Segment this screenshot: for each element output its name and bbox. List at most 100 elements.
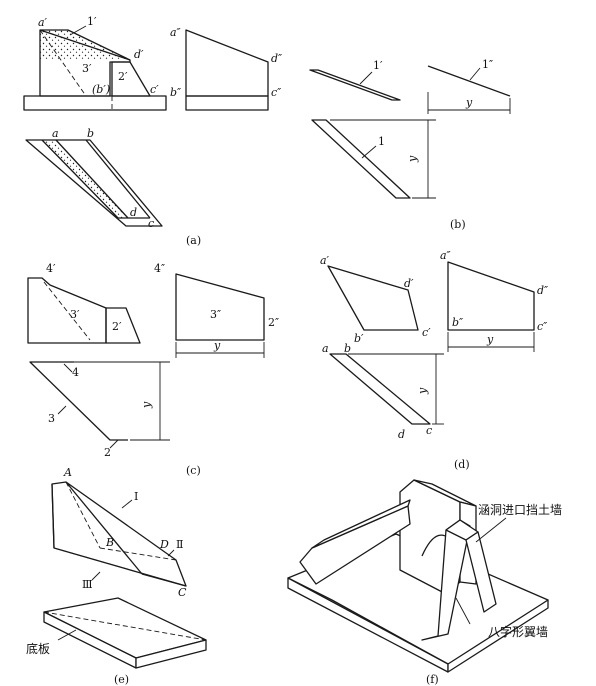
panel-b: 1′ 1″ 1 y y (b) xyxy=(309,58,511,231)
label-b-y2: y xyxy=(406,155,419,163)
label-III: Ⅲ xyxy=(82,578,93,591)
leader-c-2 xyxy=(109,439,119,449)
leader-III xyxy=(91,571,101,581)
label-II: Ⅱ xyxy=(176,538,183,551)
label-d-d-dprime: d″ xyxy=(537,284,549,297)
label-d-b-prime: b′ xyxy=(354,332,364,345)
base-plate-side xyxy=(135,639,207,669)
label-c-4: 4 xyxy=(72,366,79,379)
caption-d: (d) xyxy=(454,458,470,471)
panel-c: 4′ 3′ 2′ 4″ 3″ 2″ y y 4 3 2 (c) xyxy=(27,262,279,477)
label-b-1-dprime: 1″ xyxy=(482,58,493,71)
hidden-edge-ab xyxy=(39,29,87,97)
leader-1 xyxy=(361,145,377,159)
leader-c-3 xyxy=(57,405,67,415)
label-c-prime: c′ xyxy=(150,83,159,96)
label-c-4-prime: 4′ xyxy=(46,262,56,275)
plan-edge-1 xyxy=(41,139,119,219)
leader-1-prime xyxy=(359,71,373,85)
wedge-solid xyxy=(51,481,187,587)
leader-base xyxy=(57,629,77,641)
hidden-edge-c xyxy=(43,281,91,341)
leader-c-4 xyxy=(63,363,73,373)
base-plate-hidden xyxy=(43,611,207,641)
label-2-prime: 2′ xyxy=(118,70,128,83)
wall-side xyxy=(185,29,269,97)
leader-I xyxy=(121,499,133,509)
label-b-prime: (b′) xyxy=(92,83,110,96)
label-b-1: 1 xyxy=(378,135,385,148)
face-1-side xyxy=(427,65,511,97)
panel-a-side-view: a″ d″ b″ c″ xyxy=(170,26,283,111)
right-wing-side xyxy=(465,531,497,613)
label-c-2: 2 xyxy=(104,446,111,459)
label-c: c xyxy=(148,217,154,230)
label-c-y1: y xyxy=(213,339,221,352)
label-c-3: 3 xyxy=(48,412,55,425)
leader-1-dprime xyxy=(469,67,481,81)
quad-side-d xyxy=(447,261,535,331)
hidden-BD xyxy=(99,547,177,561)
sloped-face-1-plan xyxy=(42,140,128,218)
panel-a-plan-view: a b d c xyxy=(25,127,163,230)
wall-plan-c xyxy=(29,361,128,441)
leader-1 xyxy=(69,25,87,36)
caption-e: (e) xyxy=(114,673,129,686)
base-slab-front xyxy=(23,95,167,111)
wedge-ridge xyxy=(65,481,143,575)
label-d-dprime: d″ xyxy=(271,52,283,65)
base-slab-side xyxy=(185,95,269,111)
label-c-2-prime: 2′ xyxy=(112,320,122,333)
panel-a-front-view: a′ 1′ 3′ d′ 2′ (b′) c′ xyxy=(23,15,167,111)
left-wing-top xyxy=(311,499,411,549)
label-d-y1: y xyxy=(486,333,494,346)
label-c-y2: y xyxy=(140,401,153,409)
label-I: Ⅰ xyxy=(134,490,138,503)
caption-c: (c) xyxy=(186,464,201,477)
panel-e: A Ⅰ B D Ⅱ Ⅲ C 底板 (e) xyxy=(26,466,207,686)
face-1-front xyxy=(309,69,401,101)
label-C: C xyxy=(178,586,187,599)
panel-f: 涵洞进口挡土墙 八字形翼墙 (f) xyxy=(287,479,562,686)
label-d-y2: y xyxy=(416,387,429,395)
left-wing-front xyxy=(299,505,411,585)
caption-f: (f) xyxy=(426,673,439,686)
label-A: A xyxy=(63,466,72,479)
panel-a: a′ 1′ 3′ d′ 2′ (b′) c′ a″ d″ b″ c″ a b d xyxy=(23,15,283,247)
wedge-left-edge xyxy=(51,483,55,549)
slope-edge xyxy=(39,29,131,61)
caption-b: (b) xyxy=(450,218,466,231)
quad-front-d xyxy=(327,265,419,331)
quad-plan-d xyxy=(329,353,431,425)
foundation-right xyxy=(447,599,549,673)
label-3-prime: 3′ xyxy=(82,62,92,75)
label-d-d-prime: d′ xyxy=(404,277,414,290)
label-c-4-dprime: 4″ xyxy=(154,262,165,275)
label-c-dprime: c″ xyxy=(271,86,282,99)
leader-headwall xyxy=(475,517,507,543)
label-d-a-prime: a′ xyxy=(320,254,330,267)
label-base-plate: 底板 xyxy=(26,641,50,656)
plan-edge-3 xyxy=(85,139,151,219)
label-a-prime: a′ xyxy=(38,16,48,29)
label-a: a xyxy=(52,127,59,140)
panel-d: a′ d′ b′ c′ a″ d″ b″ c″ y a b d c y (d) xyxy=(320,249,549,471)
label-d-b-dprime: b″ xyxy=(452,316,464,329)
label-1-prime: 1′ xyxy=(87,15,97,28)
hidden-base xyxy=(53,547,187,587)
plan-edge-2 xyxy=(55,139,129,219)
label-d-a-dprime: a″ xyxy=(440,249,452,262)
label-c-3-dprime: 3″ xyxy=(210,308,221,321)
wall-side-dotted xyxy=(175,273,265,341)
label-c-3-prime: 3′ xyxy=(70,308,80,321)
label-d-d: d xyxy=(398,428,405,441)
face-2-front xyxy=(105,307,141,344)
hidden-AB xyxy=(65,481,101,549)
face-1-plan xyxy=(311,119,411,199)
caption-a: (a) xyxy=(186,234,201,247)
label-b-y1: y xyxy=(465,96,473,109)
label-a-dprime: a″ xyxy=(170,26,182,39)
label-d-prime: d′ xyxy=(134,48,144,61)
base-slab-plan xyxy=(25,139,163,227)
